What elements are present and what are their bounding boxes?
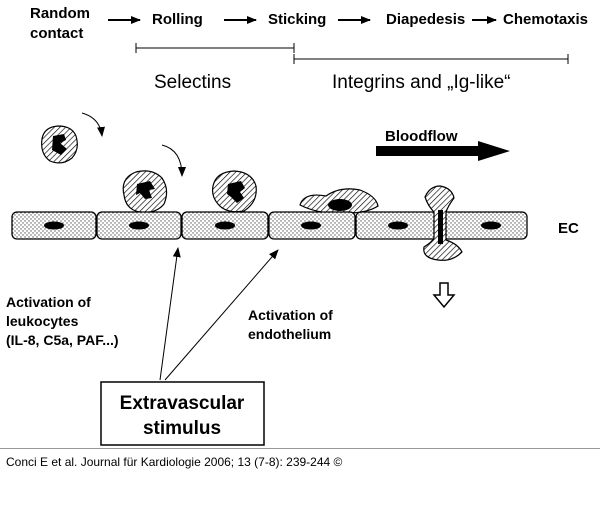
activation-leukocytes-line2: leukocytes: [6, 313, 79, 329]
leukocyte-free: [41, 125, 78, 164]
activation-leukocytes-line1: Activation of: [6, 294, 91, 310]
activation-endothelium-line1: Activation of: [248, 307, 333, 323]
down-hollow-arrow: [432, 282, 456, 309]
bloodflow-label: Bloodflow: [385, 128, 458, 145]
stimulus-box: [100, 381, 265, 446]
endothelium-cells: [11, 211, 528, 240]
step-chemotaxis: Chemotaxis: [503, 11, 588, 28]
ec-label: EC: [558, 220, 579, 237]
selectins-bracket: [135, 43, 295, 53]
stimulus-line1: Extravascular: [120, 393, 245, 414]
bloodflow-arrow: [376, 141, 510, 161]
step-sticking: Sticking: [268, 11, 326, 28]
integrins-bracket: [293, 54, 569, 64]
curved-arrow-1: [81, 112, 105, 137]
stimulus-to-leukocytes-arrow: [159, 247, 181, 381]
integrins-label: Integrins and „Ig-like“: [332, 72, 510, 93]
leukocyte-transmigrating: [423, 185, 463, 261]
activation-leukocytes-line3: (IL-8, C5a, PAF...): [6, 332, 119, 348]
stimulus-line2: stimulus: [143, 418, 221, 439]
leukocyte-rolling: [122, 170, 168, 213]
activation-endothelium-line2: endothelium: [248, 326, 331, 342]
step-random-line1: Random: [30, 5, 90, 22]
curved-arrow-2: [161, 144, 186, 177]
citation-caption: Conci E et al. Journal für Kardiologie 2…: [6, 455, 343, 469]
step-rolling: Rolling: [152, 11, 203, 28]
step-diapedesis: Diapedesis: [386, 11, 465, 28]
selectins-label: Selectins: [154, 72, 231, 93]
leukocyte-spreading: [299, 188, 379, 214]
leukocyte-tethered: [211, 170, 257, 213]
step-random-line2: contact: [30, 25, 83, 42]
stimulus-to-endothelium-arrow: [164, 249, 279, 381]
